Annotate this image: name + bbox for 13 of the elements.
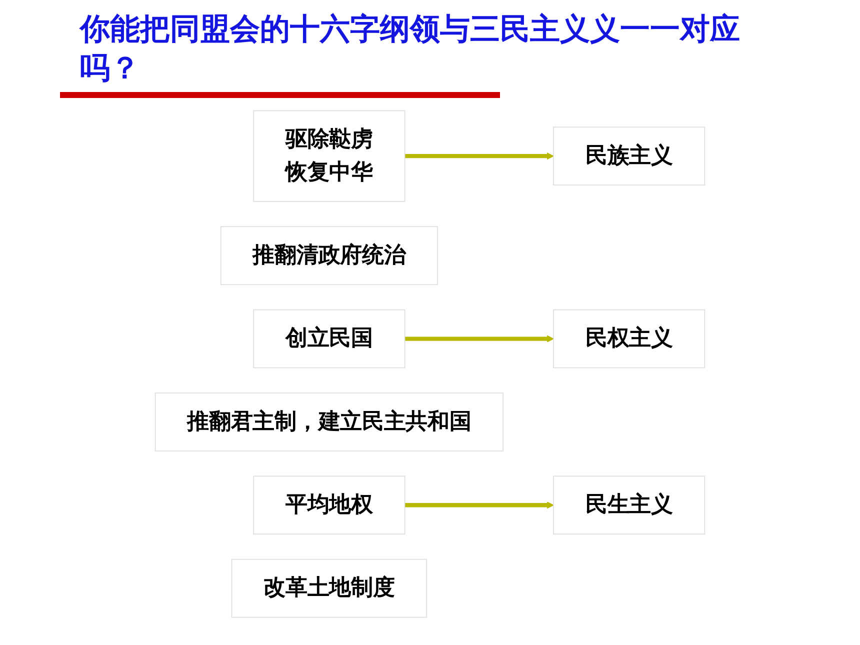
arrow: [404, 501, 554, 509]
node-box: 民族主义: [553, 126, 706, 186]
arrow: [404, 152, 554, 160]
node-box: 推翻清政府统治: [220, 226, 438, 286]
node-box: 改革土地制度: [231, 558, 428, 618]
title: 你能把同盟会的十六字纲领与三民主义义一一对应吗？: [80, 11, 741, 88]
node-box: 驱除鞑虏 恢复中华: [253, 110, 406, 202]
arrow: [404, 335, 554, 342]
node-box: 民生主义: [553, 476, 706, 535]
node-box: 民权主义: [553, 309, 706, 368]
node-box: 推翻君主制，建立民主共和国: [154, 392, 504, 452]
node-box: 平均地权: [253, 476, 406, 535]
node-box: 创立民国: [253, 309, 406, 368]
